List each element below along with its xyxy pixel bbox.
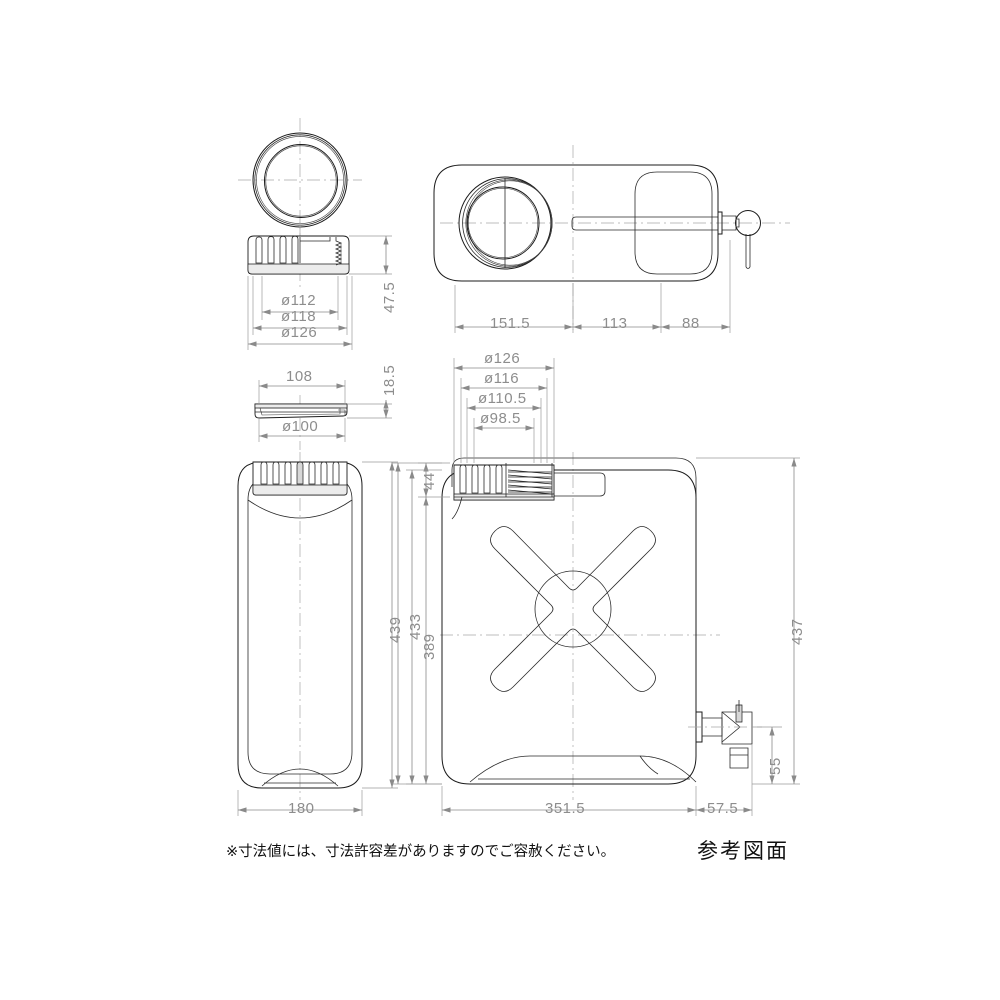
dim-label-lid-185: 18.5 xyxy=(381,364,398,396)
front-tap-geometry xyxy=(688,700,762,769)
dim-label-cap-d118: ø118 xyxy=(281,308,317,325)
dim-label-front-575: 57.5 xyxy=(707,800,739,817)
tank-top-dimension-lines xyxy=(454,240,731,333)
dim-label-front-389: 389 xyxy=(421,633,438,660)
dim-label-front-44: 44 xyxy=(421,472,438,490)
dim-label-cap-d112: ø112 xyxy=(281,292,317,309)
tank-side-view-geometry xyxy=(237,452,363,800)
front-neck-dimension-lines xyxy=(453,358,555,463)
dim-label-neck-d116: ø116 xyxy=(484,370,520,387)
inner-lid-dimension-lines xyxy=(258,380,392,442)
dim-label-neck-d985: ø98.5 xyxy=(480,410,521,427)
dim-label-cap-h475: 47.5 xyxy=(381,281,398,313)
dim-label-front-55: 55 xyxy=(767,757,784,775)
dim-label-front-437: 437 xyxy=(789,618,806,645)
front-neck-geometry xyxy=(451,463,555,520)
dim-label-front-3515: 351.5 xyxy=(545,800,586,817)
cap-section-dimension-lines xyxy=(247,235,392,350)
reference-drawing-title: 参考図面 xyxy=(697,839,789,863)
tank-front-view-geometry xyxy=(440,452,762,800)
tank-side-dimension-lines xyxy=(237,461,398,816)
front-vertical-dimension-lines xyxy=(392,462,450,785)
dim-label-top-113: 113 xyxy=(602,315,628,332)
tank-top-view-geometry xyxy=(433,145,790,330)
tolerance-note: ※寸法値には、寸法許容差がありますのでご容赦ください。 xyxy=(226,844,616,860)
dim-label-cap-d126: ø126 xyxy=(281,324,318,341)
front-right-bottom-dimension-lines xyxy=(441,457,800,816)
tap-top-geometry xyxy=(717,210,761,269)
cap-section-view-geometry xyxy=(247,222,350,290)
dim-label-side-439: 439 xyxy=(387,616,404,643)
dim-label-top-1515: 151.5 xyxy=(490,315,531,332)
dim-label-top-88: 88 xyxy=(682,315,700,332)
thread-hatch xyxy=(507,469,553,495)
dim-label-neck-d1105: ø110.5 xyxy=(478,390,527,407)
dim-label-lid-d100: ø100 xyxy=(282,418,319,435)
dim-label-lid-108: 108 xyxy=(286,368,313,385)
x-emboss xyxy=(490,526,656,692)
dim-label-neck-d126: ø126 xyxy=(484,350,521,367)
dim-label-side-180: 180 xyxy=(288,800,315,817)
inner-lid-section-geometry xyxy=(254,395,348,450)
